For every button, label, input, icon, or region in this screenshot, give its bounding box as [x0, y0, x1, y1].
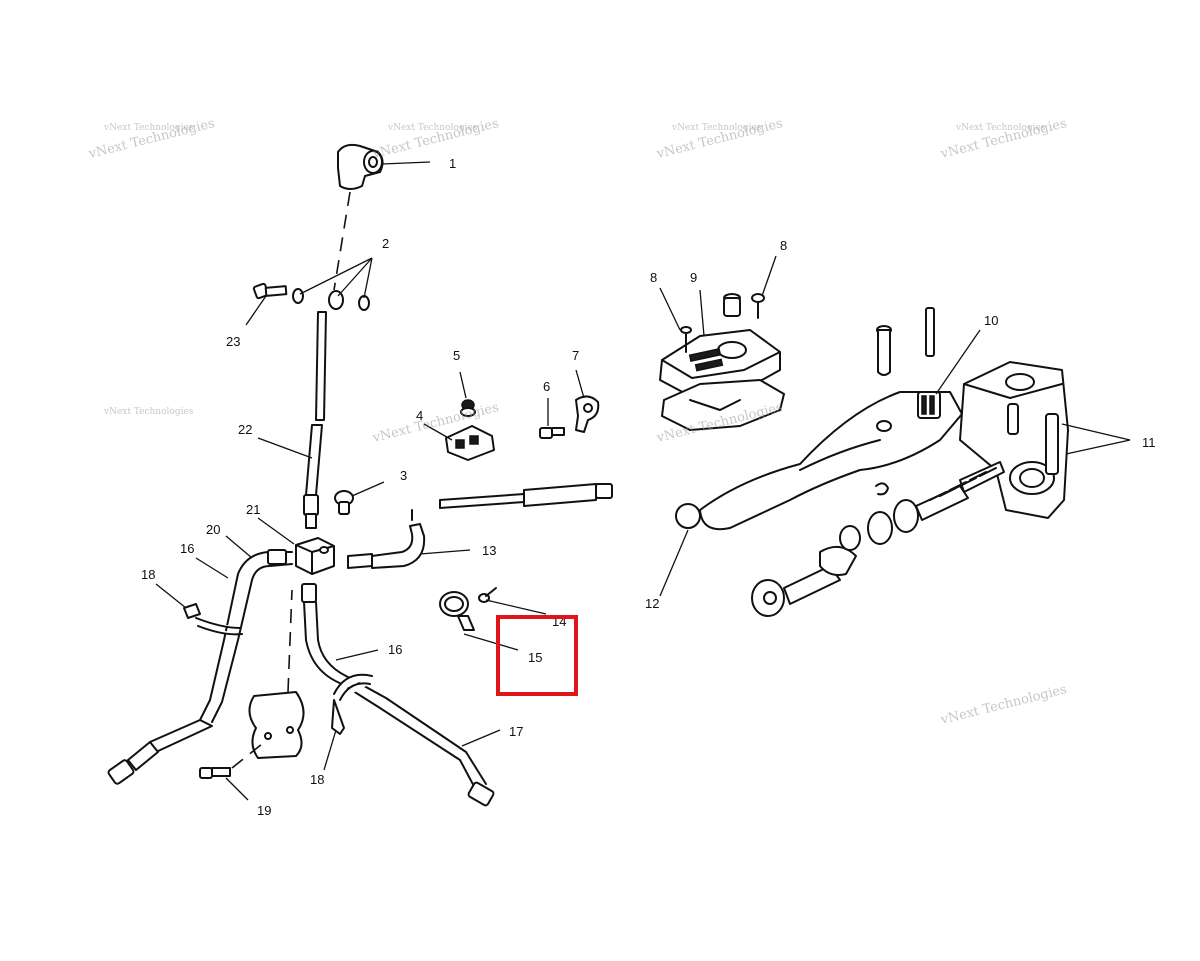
- part-18-right-clip: [331, 673, 373, 735]
- leader-lines: [155, 161, 1131, 801]
- callout-5: 5: [453, 348, 460, 363]
- callout-16-right: 16: [388, 642, 402, 657]
- callout-18-left: 18: [141, 567, 155, 582]
- part-19-screw: [199, 767, 231, 779]
- callout-8-right: 8: [780, 238, 787, 253]
- callout-1: 1: [449, 156, 456, 171]
- callout-16-left: 16: [180, 541, 194, 556]
- part-16-right-hose: [301, 583, 495, 807]
- part-21-junction-block: [295, 537, 335, 575]
- callout-4: 4: [416, 408, 423, 423]
- part-9-plug: [723, 293, 741, 317]
- callout-2: 2: [382, 236, 389, 251]
- part-9-reservoir-cover: [659, 329, 781, 397]
- part-14-pin: [478, 587, 497, 603]
- part-9-gasket: [661, 379, 785, 431]
- part-6-screw: [539, 427, 565, 439]
- callout-22: 22: [238, 422, 252, 437]
- watermark-5: vNext Technologies: [671, 123, 762, 133]
- callout-6: 6: [543, 379, 550, 394]
- watermark-9: vNext Technologies: [103, 407, 194, 417]
- part-piston-assembly: [751, 461, 1005, 617]
- callout-15: 15: [528, 650, 542, 665]
- part-19-screw-dash: [231, 743, 263, 769]
- callout-19: 19: [257, 803, 271, 818]
- part-8-screw-left: [680, 326, 692, 353]
- part-18-left-clip: [183, 603, 243, 636]
- part-lever-clip: [875, 482, 889, 496]
- watermark-1: vNext Technologies: [103, 123, 194, 133]
- callout-12: 12: [645, 596, 659, 611]
- part-19-dash-line: [287, 589, 293, 693]
- part-10-pivot-pins: [876, 307, 935, 376]
- watermark-3: vNext Technologies: [387, 123, 478, 133]
- part-20-16-left-hose: [107, 549, 293, 785]
- callout-17: 17: [509, 724, 523, 739]
- watermark-12: vNext Technologies: [938, 682, 1068, 728]
- callout-3: 3: [400, 468, 407, 483]
- callout-11: 11: [1142, 435, 1156, 450]
- callout-23: 23: [226, 334, 240, 349]
- part-3-fitting: [334, 490, 354, 515]
- callout-9: 9: [690, 270, 697, 285]
- part-8-screw-right: [751, 293, 765, 319]
- part-23-bolt: [252, 282, 288, 300]
- callout-10: 10: [984, 313, 998, 328]
- part-1-tee-fitting: [337, 143, 384, 190]
- callouts: 1 2 23 5 7 6 4 3 22 21 20 16 18 13 14 15…: [141, 156, 1156, 818]
- part-12-lever: [675, 391, 963, 531]
- callout-7: 7: [572, 348, 579, 363]
- callout-21: 21: [246, 502, 260, 517]
- callout-13: 13: [482, 543, 496, 558]
- callout-18-right: 18: [310, 772, 324, 787]
- part-1-dash-line: [333, 191, 351, 291]
- callout-15-highlight-box: [496, 615, 578, 696]
- part-4-switch-bracket: [445, 425, 495, 461]
- watermark-7: vNext Technologies: [955, 123, 1046, 133]
- part-5-nut: [460, 399, 476, 417]
- part-7-clamp: [575, 395, 600, 433]
- callout-8-left: 8: [650, 270, 657, 285]
- part-15-clamp: [439, 591, 475, 631]
- part-11-master-cylinder-body: [959, 361, 1069, 519]
- callout-20: 20: [206, 522, 220, 537]
- part-22-upper-line: [303, 311, 327, 529]
- part-19-plate: [248, 691, 305, 759]
- part-13-line: [347, 483, 613, 569]
